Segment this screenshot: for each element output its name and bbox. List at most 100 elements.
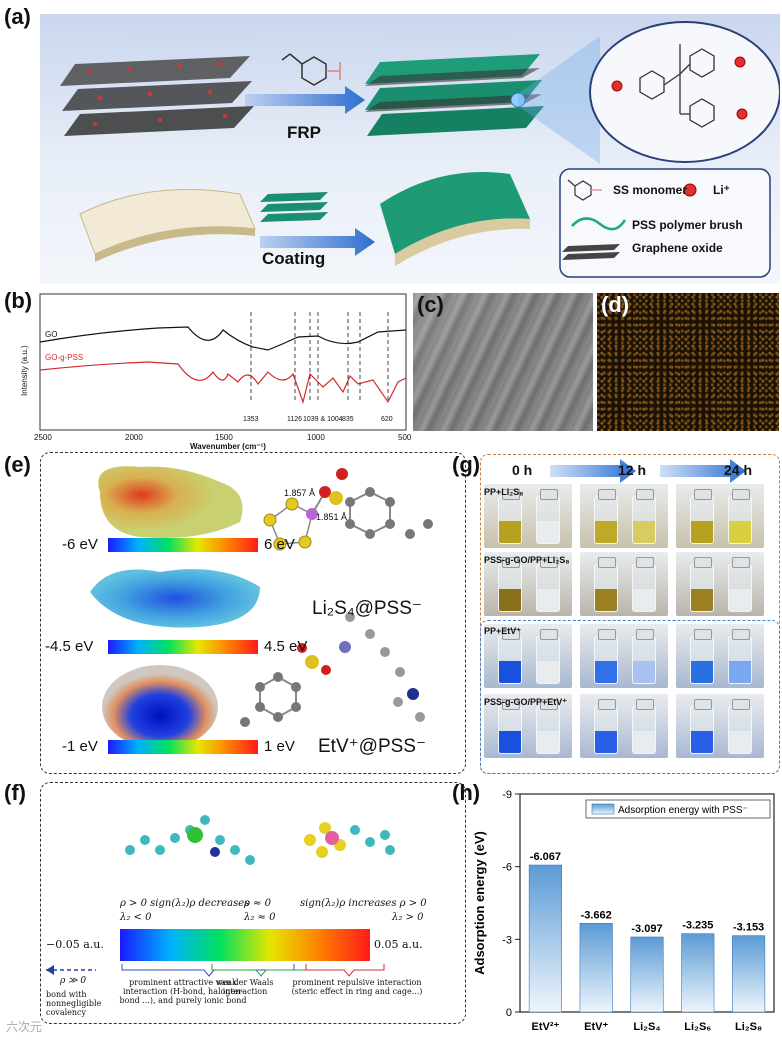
vial-photo: [484, 624, 572, 688]
x-category-label: EtV²⁺: [531, 1021, 559, 1033]
ftir-xtick-2000: 2000: [125, 433, 143, 442]
esp-3-max: 1 eV: [264, 738, 295, 755]
coating-arrow-icon: [260, 228, 375, 256]
vial-photo: [580, 552, 668, 616]
peak-label-1126: 1126: [287, 416, 303, 423]
vial-cap: [694, 629, 712, 640]
igm-right-sub: λ₂ > 0: [392, 912, 424, 923]
vial-solution: [537, 589, 559, 611]
repulsive-interaction-text: prominent repulsive interaction (steric …: [291, 978, 423, 997]
y-tick-label: -3: [502, 934, 512, 946]
left-vial: [690, 699, 714, 754]
ftir-xtick-1500: 1500: [215, 433, 233, 442]
pss-structure-icon: [639, 44, 715, 128]
y-tick-label: -9: [502, 789, 512, 801]
legend-ss-monomer: SS monomer: [613, 183, 688, 197]
bar-value-label: -3.235: [682, 920, 713, 932]
bond-length-2: 1.851 Å: [316, 512, 348, 522]
molecular-zoom-circle: [589, 21, 780, 163]
bar: [732, 935, 766, 1013]
vial-cap: [636, 629, 654, 640]
etv-pss-structure: [240, 612, 425, 727]
vial-photo: [676, 694, 764, 758]
left-vial: [498, 629, 522, 684]
esp-1-max: 6 eV: [264, 536, 295, 553]
go-g-pss-spectrum-line: [39, 361, 407, 405]
frp-arrow-icon: [245, 86, 365, 114]
igm-right-condition: sign(λ₂)ρ increases ρ > 0: [300, 898, 427, 909]
legend-box: [585, 799, 771, 819]
panel-g-blue-box: [480, 620, 780, 774]
panel-d-label: (d): [601, 292, 630, 317]
vial-solution: [691, 589, 713, 611]
vial-cap: [540, 699, 558, 710]
vial-solution: [729, 731, 751, 753]
vial-cap: [636, 557, 654, 568]
ftir-xtick-2500: 2500: [34, 433, 52, 442]
time-24h: 24 h: [724, 462, 753, 478]
bond-covalency-text: bond with nonnegligible covalency: [46, 990, 102, 1018]
right-vial: [728, 629, 752, 684]
vial-solution: [595, 521, 617, 543]
vial-cap: [598, 489, 616, 500]
peak-label-1353: 1353: [243, 416, 259, 423]
vial-cap: [732, 629, 750, 640]
igm-colorbar: [120, 929, 370, 961]
vial-solution: [499, 589, 521, 611]
vial-solution: [691, 731, 713, 753]
panel-b-label: (b): [4, 288, 33, 313]
left-vial: [594, 629, 618, 684]
igm-scale-min: −0.05 a.u.: [46, 938, 104, 951]
right-vial: [728, 557, 752, 612]
bar: [630, 936, 664, 1013]
vial-cap: [694, 699, 712, 710]
vial-photo: [676, 484, 764, 548]
vial-cap: [598, 557, 616, 568]
pss-brush-legend-icon: [571, 217, 627, 231]
left-vial: [690, 557, 714, 612]
y-tick-label: -6: [502, 862, 512, 874]
frp-label: FRP: [287, 123, 321, 142]
left-vial: [498, 489, 522, 544]
panel-f-label: (f): [4, 780, 26, 805]
bar: [528, 864, 562, 1013]
li2s4-pss-label: Li₂S₄@PSS⁻: [312, 598, 422, 619]
igm-left-condition: ρ > 0 sign(λ₂)ρ decreases: [120, 898, 250, 909]
x-category-label: Li₂S₈: [735, 1021, 762, 1033]
esp-surface-3: [102, 665, 218, 749]
ftir-xtick-1000: 1000: [307, 433, 325, 442]
ftir-plot: [39, 293, 407, 431]
panel-e-box: [40, 452, 466, 774]
vial-solution: [691, 521, 713, 543]
esp-colorbar-3: [108, 740, 258, 754]
vial-solution: [537, 521, 559, 543]
left-vial: [594, 489, 618, 544]
vial-cap: [598, 699, 616, 710]
vial-solution: [537, 661, 559, 683]
time-12h: 12 h: [618, 462, 647, 478]
legend-graphene-oxide: Graphene oxide: [632, 241, 723, 255]
vial-cap: [502, 557, 520, 568]
li2s4-pss-structure: [263, 468, 433, 551]
bar-value-label: -3.153: [733, 922, 764, 934]
bar: [579, 922, 613, 1013]
vial-photo: [676, 624, 764, 688]
y-axis-label: Adsorption energy (eV): [472, 831, 487, 975]
time-0h: 0 h: [512, 462, 533, 478]
esp-colorbar-2: [108, 640, 258, 654]
right-vial: [728, 699, 752, 754]
row-label-pp-etv: PP+EtV⁺: [484, 626, 522, 636]
vial-solution: [499, 521, 521, 543]
vial-solution: [633, 589, 655, 611]
go-sheets-icon: [60, 56, 254, 136]
right-vial: [632, 557, 656, 612]
vial-cap: [732, 557, 750, 568]
esp-surface-1: [98, 466, 243, 538]
sem-image: [413, 293, 593, 431]
esp-surface-2: [90, 569, 260, 628]
vial-photo: [484, 484, 572, 548]
vial-cap: [540, 629, 558, 640]
left-vial: [594, 557, 618, 612]
go-series-label: GO: [45, 330, 58, 339]
